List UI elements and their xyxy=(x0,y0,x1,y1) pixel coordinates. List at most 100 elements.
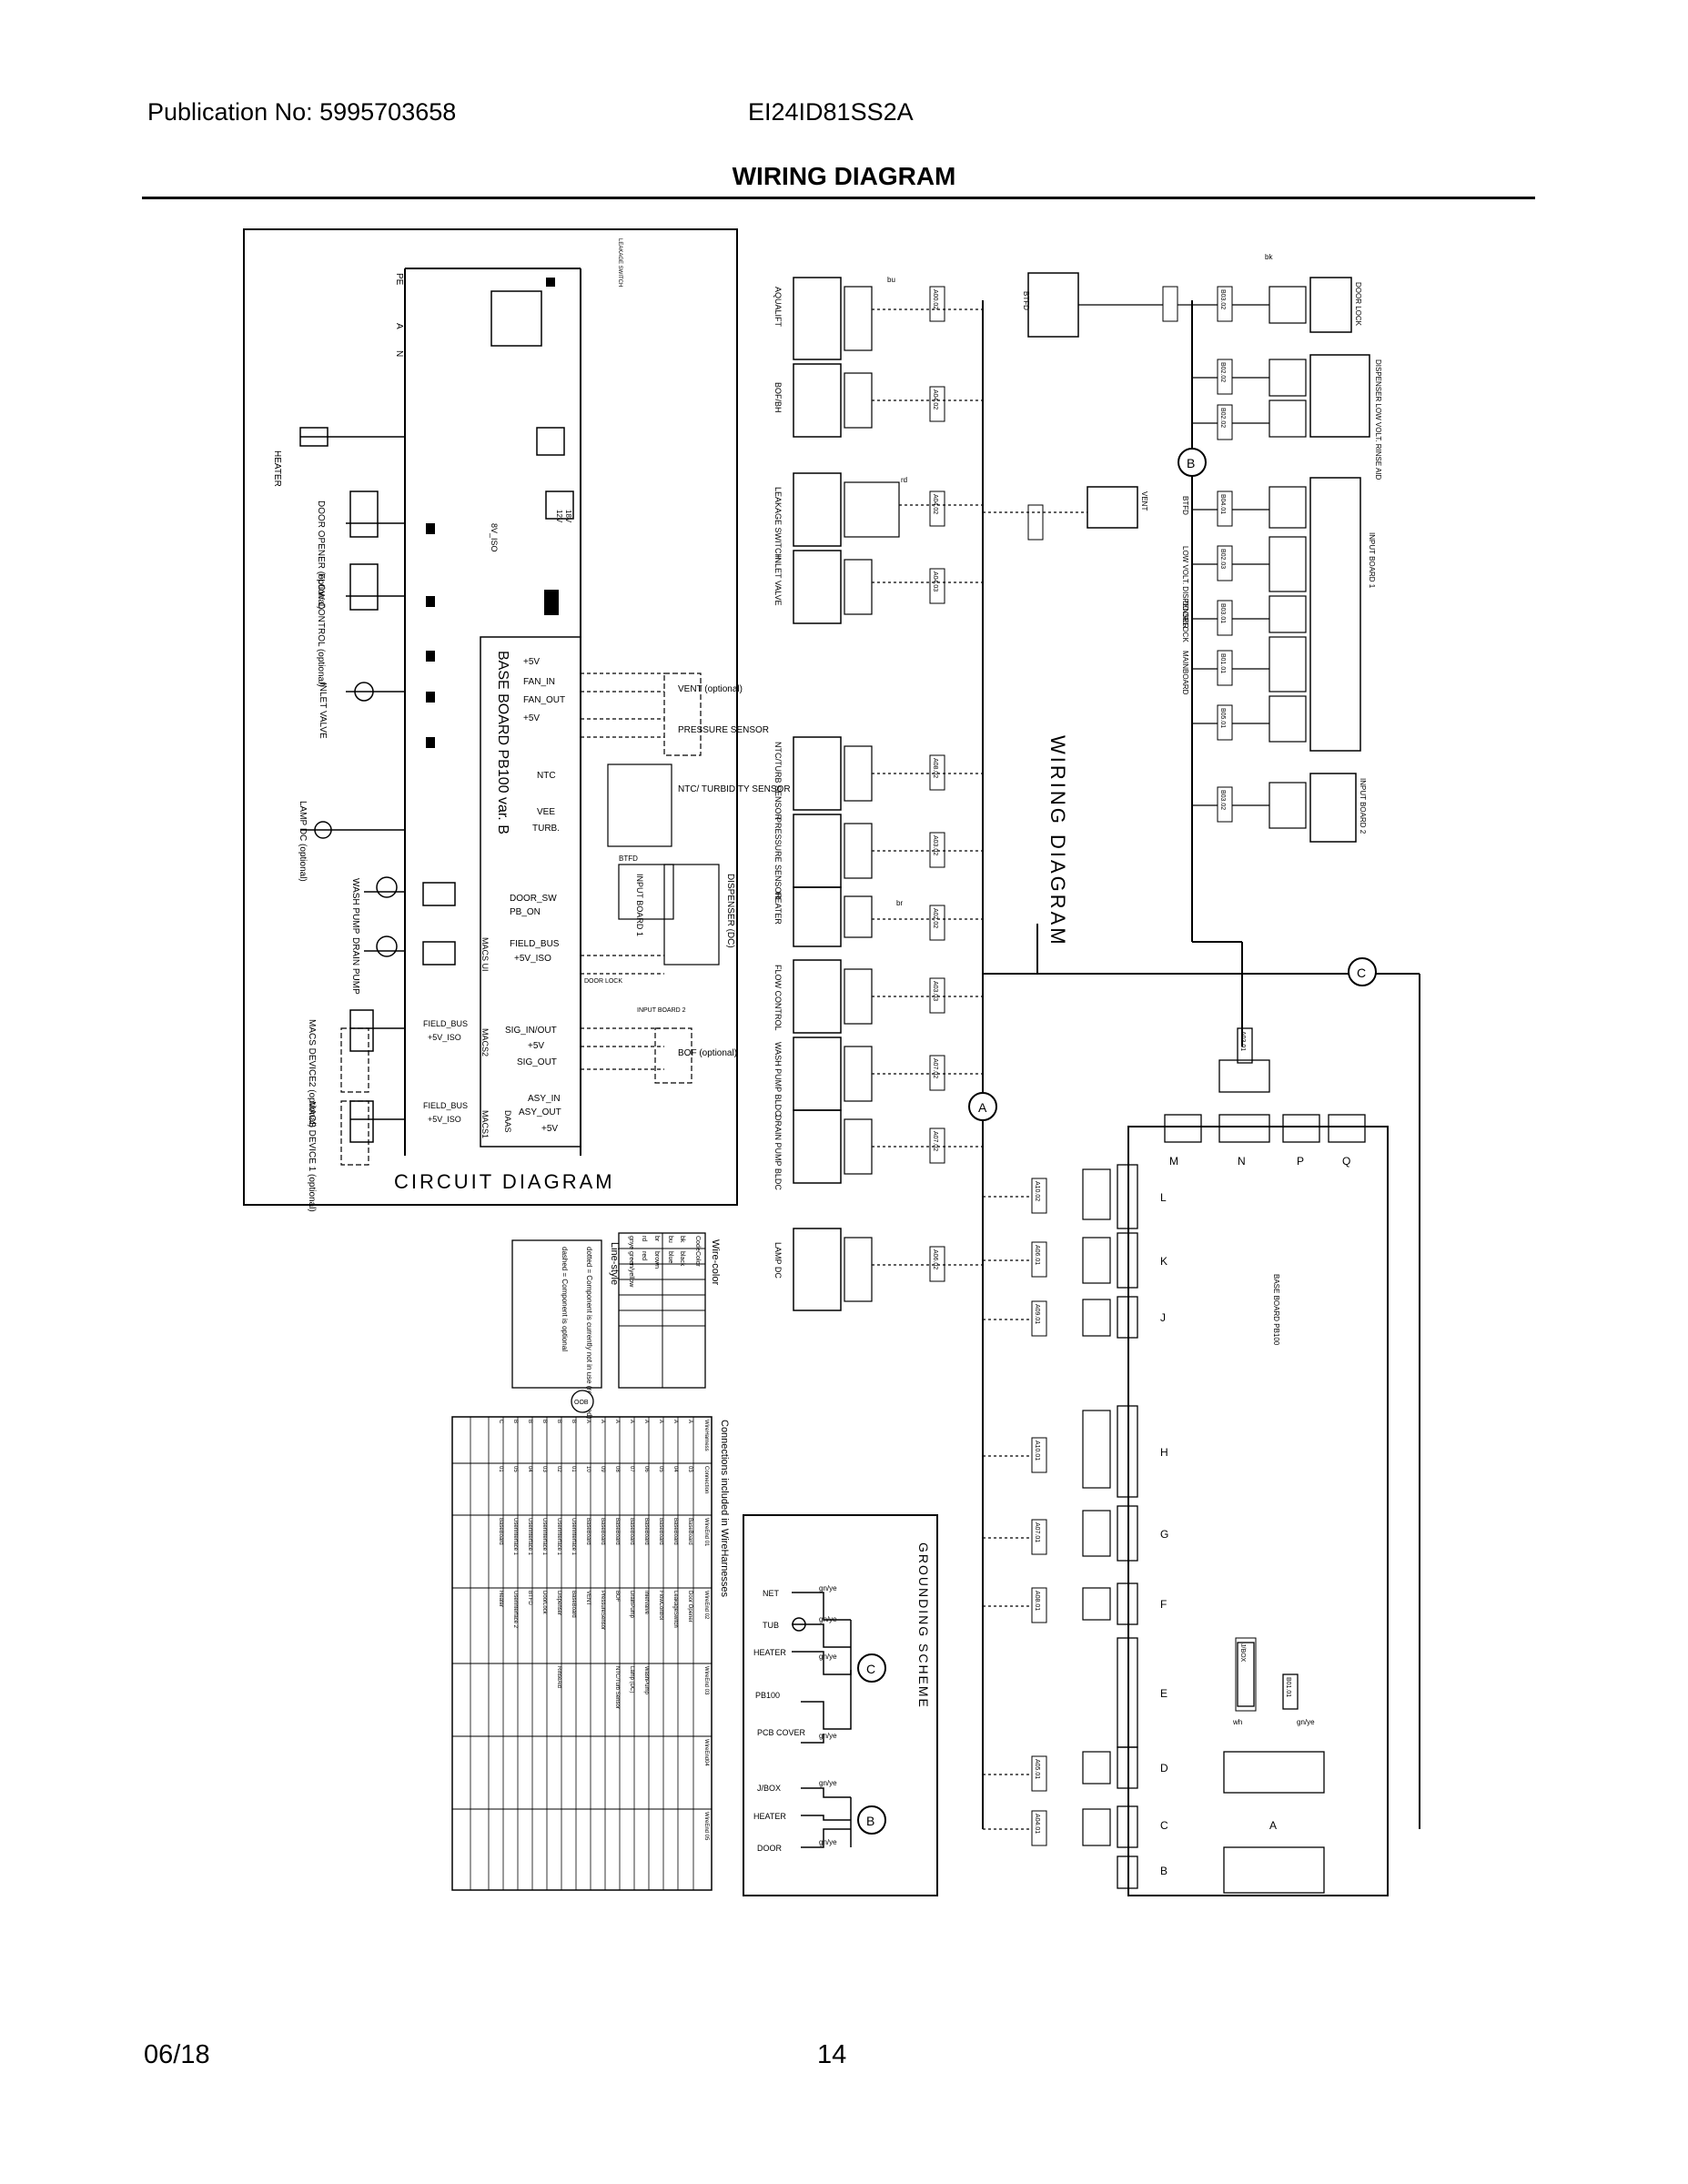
ground-item-pcb-cover: PCB COVER xyxy=(757,1728,806,1737)
wd-left-bofbh: BOF/BH xyxy=(773,382,783,413)
cd-label-macs2: MACS DEVICE2 (optional) xyxy=(307,1019,317,1127)
ground-item-door: DOOR xyxy=(757,1844,783,1853)
conn-cell: RinseAid xyxy=(556,1666,561,1688)
cd-label-ntc: NTC/ TURBIDITY SENSOR xyxy=(678,784,791,794)
ground-item-jbox: J/BOX xyxy=(757,1784,781,1793)
cd-small-pe: PE xyxy=(394,273,404,286)
wd-left-pressure: PRESSURE SENSOR xyxy=(773,817,783,900)
connections-table: Connections included in WireHarnesses Wi… xyxy=(451,1390,730,1891)
wiring-diagram: AQUALIFT BOF/BH LEAKAGE SWITCH INLET VAL… xyxy=(773,253,1420,1896)
cd-label-wash-pump: WASH PUMP xyxy=(350,878,360,935)
cd-label-bof: BOF (optional) xyxy=(678,1048,737,1058)
cd-small-fieldbus-a: FIELD_BUS xyxy=(423,1019,468,1028)
conn-cell: A xyxy=(600,1420,605,1423)
cd-label-pressure: PRESSURE SENSOR xyxy=(678,725,769,735)
wd-mcode-9: B01.01 xyxy=(1285,1677,1291,1697)
conn-cell: PressureSensor xyxy=(600,1591,605,1630)
wd-conn-l: L xyxy=(1160,1191,1167,1204)
legend-code-1: bu xyxy=(667,1236,673,1243)
wd-tag-bu: bu xyxy=(887,276,895,284)
wd-conn-c: C xyxy=(1160,1819,1168,1832)
conn-cell: 02 xyxy=(556,1466,561,1472)
ground-item-tub: TUB xyxy=(763,1621,779,1630)
cd-small-macs2: MACS2 xyxy=(480,1028,490,1057)
conn-cell: 08 xyxy=(614,1466,620,1472)
conn-cell: BaseBoard xyxy=(643,1518,649,1545)
ground-wire-5: gn/ye xyxy=(819,1779,837,1787)
cd-label-drain-pump: DRAIN PUMP xyxy=(350,937,360,995)
wd-tag-br: br xyxy=(896,899,903,907)
wd-rcode-2: B02.02 xyxy=(1219,408,1226,428)
wd-lcode-1: A04.02 xyxy=(932,389,938,410)
wd-mcode-8: A03.01 xyxy=(1239,1031,1246,1051)
cd-small-n: N xyxy=(394,350,404,357)
wd-left-aqualift: AQUALIFT xyxy=(773,287,783,328)
footer-date: 06/18 xyxy=(144,2040,210,2069)
wd-right-input1: INPUT BOARD 1 xyxy=(1368,532,1376,589)
conn-cell: A xyxy=(672,1420,678,1423)
wd-right-input2: INPUT BOARD 2 xyxy=(1359,778,1367,834)
conn-h6: WireEnd 05 xyxy=(703,1812,709,1841)
cd-label-macs1: MACS DEVICE 1 (optional) xyxy=(307,1101,317,1212)
cd-sig-fan-out: FAN_OUT xyxy=(523,695,565,705)
conn-cell: UserInterface 1 xyxy=(571,1518,576,1556)
cd-small-12v: 12V xyxy=(555,510,563,523)
cd-label-dispenser: DISPENSER (DC) xyxy=(725,874,735,948)
conn-cell: Dispenser xyxy=(556,1591,561,1615)
wd-tag-gnye: gn/ye xyxy=(1297,1718,1315,1726)
legend-color-0: black xyxy=(679,1251,685,1267)
wd-conn-k: K xyxy=(1160,1255,1167,1268)
conn-h4: WireEnd 03 xyxy=(703,1666,709,1695)
wd-right-doorlock: DOOR LOCK xyxy=(1354,282,1362,327)
conn-cell: UserInterface 2 xyxy=(512,1591,518,1629)
wd-rcode-6: B01.01 xyxy=(1219,653,1226,673)
publication-number: Publication No: 5995703658 xyxy=(147,98,457,126)
wd-title: WIRING DIAGRAM xyxy=(1046,735,1069,947)
legend-line-style-dashed: dashed = Component is optional xyxy=(561,1247,569,1351)
wd-node-b: B xyxy=(1187,456,1195,470)
wd-rcode-7: B05.01 xyxy=(1219,708,1226,728)
cd-small-input1: INPUT BOARD 1 xyxy=(635,874,644,936)
conn-cell: UserInterface 1 xyxy=(512,1518,518,1556)
cd-label-inlet-valve: INLET VALVE xyxy=(318,682,328,739)
conn-cell: LeakageSwitch xyxy=(672,1591,678,1628)
wd-left-flow: FLOW CONTROL xyxy=(773,965,783,1031)
wd-mcode-4: A07.01 xyxy=(1034,1522,1040,1542)
conn-cell: 10 xyxy=(585,1466,591,1472)
conn-cell: DrainPump xyxy=(629,1591,634,1619)
cd-sig-5v-b: +5V xyxy=(523,713,540,723)
cd-label-heater: HEATER xyxy=(272,450,282,487)
ground-item-net: NET xyxy=(763,1589,780,1598)
wd-left-lamp: LAMP DC xyxy=(773,1242,783,1279)
conn-cell: VENT xyxy=(585,1591,591,1605)
conn-cell: FlowControl xyxy=(658,1591,663,1620)
ground-wire-6: gn/ye xyxy=(819,1838,837,1846)
legend-code-0: bk xyxy=(679,1236,685,1243)
conn-cell: BTFD xyxy=(527,1591,532,1605)
conn-cell: 04 xyxy=(527,1466,532,1472)
cd-sig-5v-c: +5V xyxy=(528,1041,544,1051)
cd-sig-ntc: NTC xyxy=(537,771,556,781)
conn-h0: WireHarness xyxy=(703,1420,709,1451)
cd-sig-field-bus: FIELD_BUS xyxy=(510,939,560,949)
conn-cell: BaseBoard xyxy=(687,1518,692,1545)
cd-small-doorlock: DOOR LOCK xyxy=(584,978,622,985)
cd-board-label: BASE BOARD PB100 var. B xyxy=(495,651,510,834)
conn-cell: UserInterface 1 xyxy=(527,1518,532,1556)
conn-cell: 03 xyxy=(687,1466,692,1472)
legend-col-code: Code xyxy=(694,1236,701,1251)
wd-lcode-9: A07.02 xyxy=(932,1131,938,1151)
conn-cell: BaseBoard xyxy=(585,1518,591,1545)
conn-cell: Door Opener xyxy=(687,1591,692,1623)
cd-label-flow-control: FLOW CONTROL (optional) xyxy=(316,573,326,687)
conn-cell: A xyxy=(687,1420,692,1423)
wd-conn-m: M xyxy=(1169,1155,1178,1168)
wd-left-ntc: NTC/TURB SENSOR xyxy=(773,742,783,821)
conn-cell: UserInterface 1 xyxy=(556,1518,561,1556)
wd-left-heater: HEATER xyxy=(773,892,783,925)
wd-conn-q: Q xyxy=(1342,1155,1350,1168)
legend: Wire-color Code Color bk black bu blue b… xyxy=(511,1232,721,1420)
legend-code-2: br xyxy=(653,1236,660,1242)
cd-small-8viso: 8V_ISO xyxy=(490,523,499,552)
wd-node-c: C xyxy=(1357,966,1366,980)
